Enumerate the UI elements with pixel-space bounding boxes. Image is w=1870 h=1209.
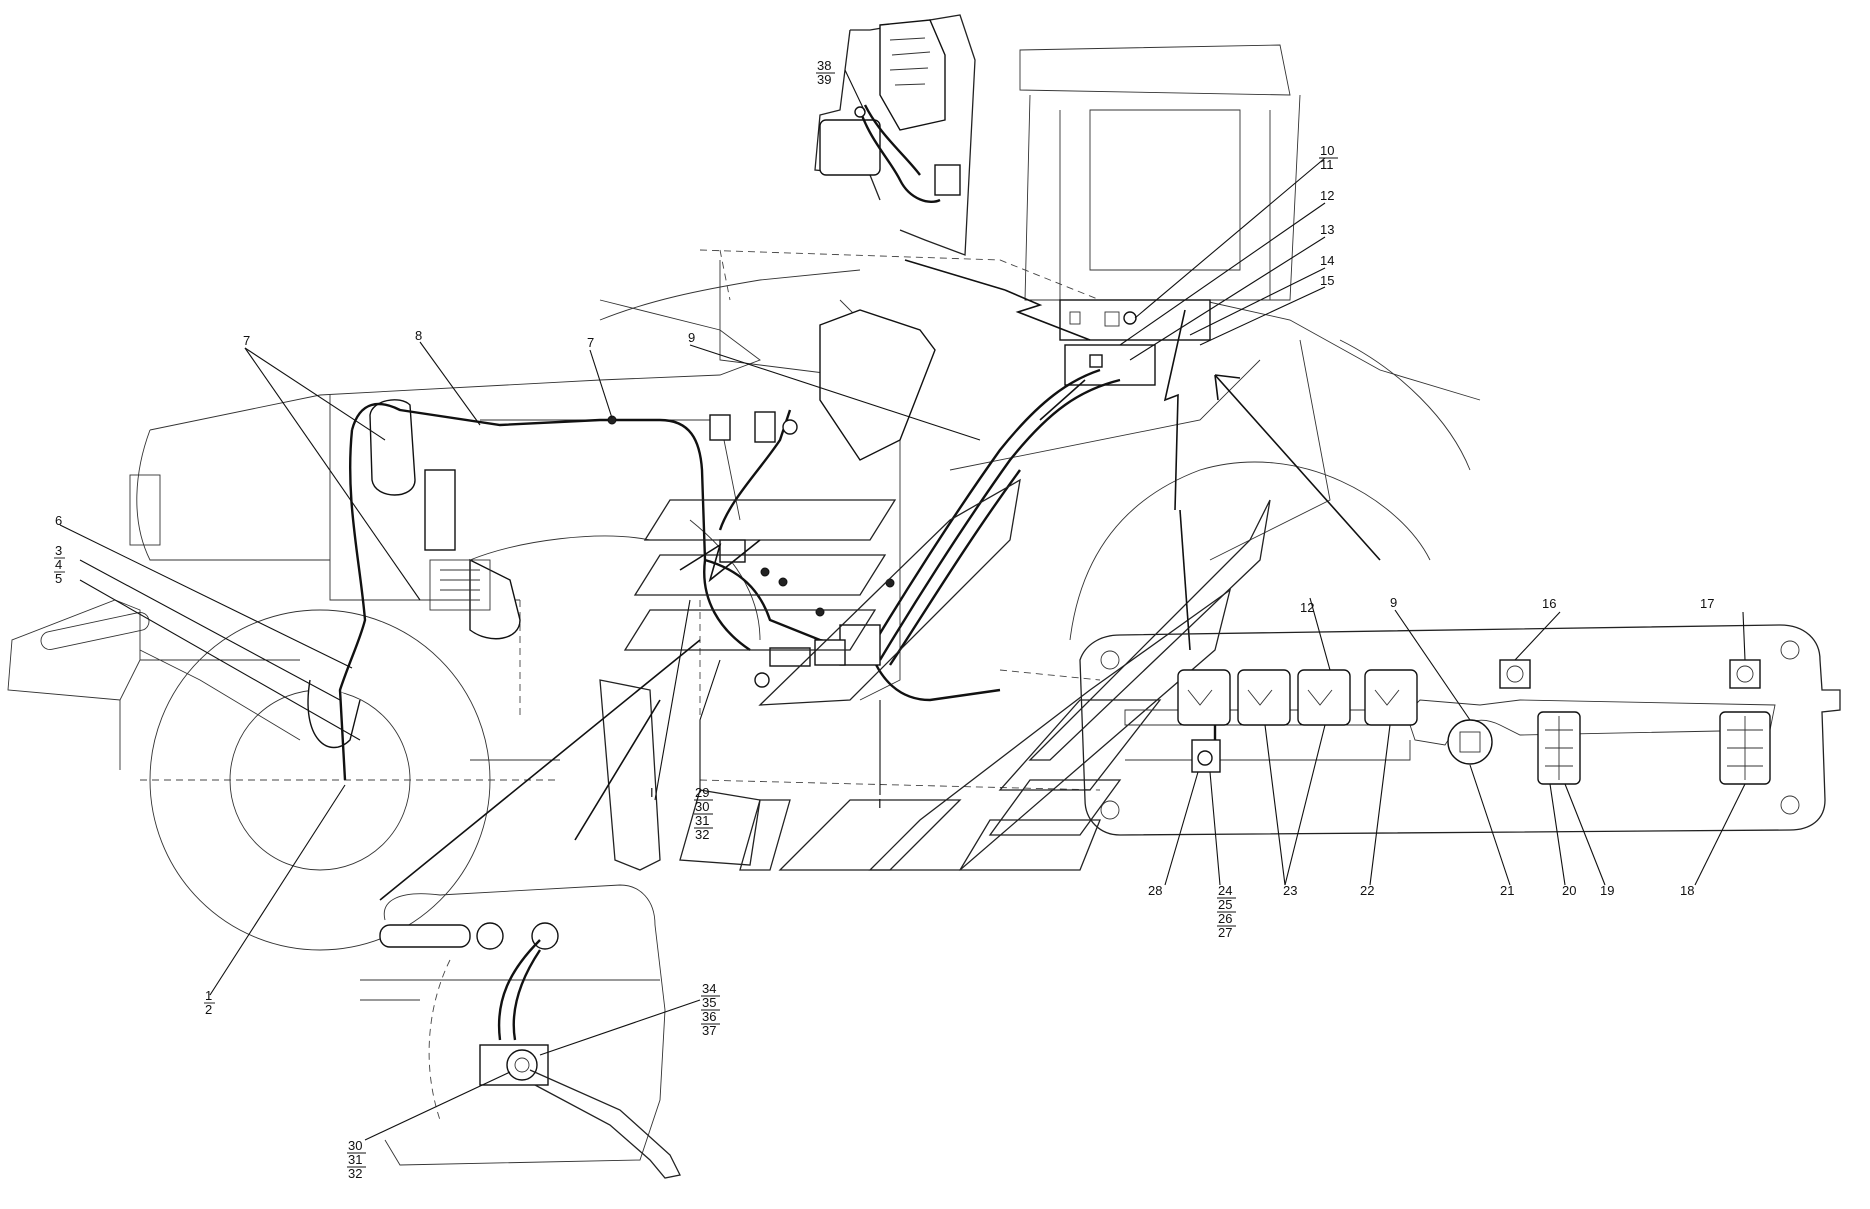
callout-number: 12 [1320,188,1334,203]
engine-block [307,399,521,749]
callout-number: 6 [55,513,62,528]
callout-number: 32 [695,827,709,842]
callout-number: 24 [1218,883,1232,898]
callout-number: 17 [1700,596,1714,611]
callout-21: 21 [1500,883,1514,898]
inset-tank-detail [360,884,681,1179]
rear-fuse-panel [1079,624,1841,836]
callout-number: 7 [243,333,250,348]
machine-body-outline [7,44,1481,951]
callout-9b: 9 [1390,595,1397,610]
callout-number: 38 [817,58,831,73]
callout-number: 7 [587,335,594,350]
callout-number: 21 [1500,883,1514,898]
callout-number: 32 [348,1166,362,1181]
callout-number: 30 [348,1138,362,1153]
callout-15: 15 [1320,273,1334,288]
marker-bands [599,478,1271,871]
callout-12b: 12 [1300,600,1314,615]
callout-8: 8 [415,328,422,343]
callout-number: 37 [702,1023,716,1038]
callout-number: 22 [1360,883,1374,898]
callout-number: 20 [1562,883,1576,898]
callout-22: 22 [1360,883,1374,898]
callout-Ib: I [878,796,882,811]
callout-number: 1 [205,988,212,1003]
callout-number: 5 [55,571,62,586]
wiring-harness [338,309,1121,781]
callout-number: 26 [1218,911,1232,926]
callout-number: 36 [702,1009,716,1024]
callout-Ia: I [650,785,654,800]
callout-28: 28 [1148,883,1162,898]
callout-number: I [650,785,654,800]
callout-number: 8 [415,328,422,343]
callout-number: 16 [1542,596,1556,611]
callout-number: 30 [695,799,709,814]
callout-9a: 9 [688,330,695,345]
callout-number: 18 [1680,883,1694,898]
callout-number: 39 [817,72,831,87]
callout-number: 35 [702,995,716,1010]
callout-7b: 7 [587,335,594,350]
callout-number: 2 [205,1002,212,1017]
callout-number: 13 [1320,222,1334,237]
callout-18: 18 [1680,883,1694,898]
callout-number: 23 [1283,883,1297,898]
callout-number: 9 [688,330,695,345]
callout-number: 19 [1600,883,1614,898]
callout-number: 25 [1218,897,1232,912]
callout-number: 27 [1218,925,1232,940]
callout-19: 19 [1600,883,1614,898]
callout-number: 31 [348,1152,362,1167]
callout-number: 11 [1320,157,1334,172]
callout-number: 29 [695,785,709,800]
callout-16: 16 [1542,596,1556,611]
callout-17: 17 [1700,596,1714,611]
leader-lines [59,69,1746,1141]
callout-number: 15 [1320,273,1334,288]
callout-12a: 12 [1320,188,1334,203]
callout-number: 31 [695,813,709,828]
callout-number: 9 [1390,595,1397,610]
callout-20: 20 [1562,883,1576,898]
callout-13: 13 [1320,222,1334,237]
relay-group [1177,669,1418,726]
callout-14: 14 [1320,253,1334,268]
callout-7a: 7 [243,333,250,348]
callout-number: 34 [702,981,716,996]
callout-6: 6 [55,513,62,528]
inset-cab-detail [814,14,976,256]
callout-number: I [878,796,882,811]
callout-number: 3 [55,543,62,558]
callout-number: 10 [1320,143,1334,158]
locator-arrows [379,259,1381,901]
callout-number: 28 [1148,883,1162,898]
callout-number: 12 [1300,600,1314,615]
callout-number: 4 [55,557,62,572]
control-panel [1059,299,1211,386]
callout-number: 14 [1320,253,1334,268]
callout-23: 23 [1283,883,1297,898]
